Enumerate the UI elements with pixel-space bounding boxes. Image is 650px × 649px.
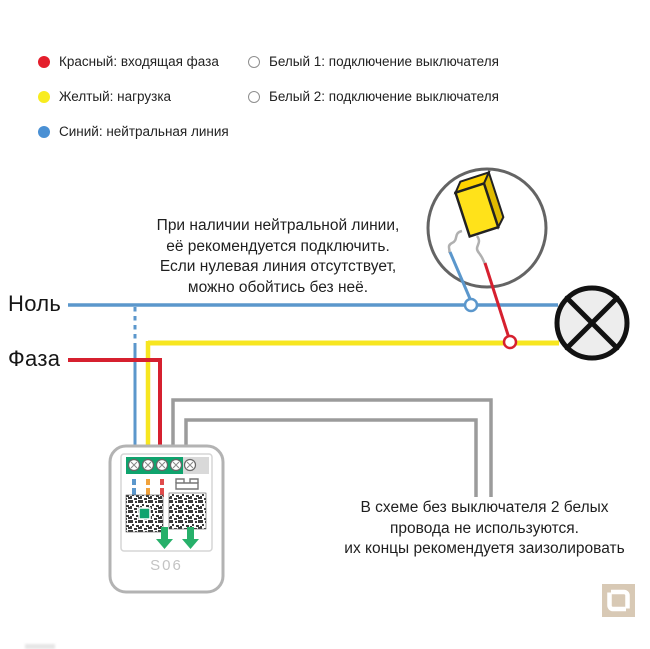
unused-white-wires-note: В схеме без выключателя 2 белых провода …	[322, 498, 647, 560]
unused-note-line: В схеме без выключателя 2 белых	[360, 499, 609, 516]
switch-curl-left	[447, 229, 463, 254]
legend-item-white-1: Белый 1: подключение выключателя	[248, 54, 499, 69]
neutral-note-line: её рекомендуется подключить.	[166, 237, 390, 255]
down-arrows	[156, 527, 199, 549]
neutral-note-line: При наличии нейтральной линии,	[156, 217, 400, 234]
switch-module	[453, 169, 505, 239]
lamp-symbol	[554, 285, 630, 361]
neutral-note-line: можно обойтись без неё.	[187, 278, 369, 296]
switch-lead-red	[483, 262, 511, 339]
white-dot-icon	[248, 55, 260, 68]
white-wire-2	[184, 418, 478, 497]
phase-label: Фаза	[8, 346, 61, 371]
load-wire	[145, 340, 559, 450]
legend-label: Желтый: нагрузка	[59, 89, 172, 104]
phase-wire	[68, 358, 162, 450]
red-dot-icon	[38, 55, 50, 68]
switch-curl-right	[475, 235, 487, 265]
qr-code-right	[168, 492, 207, 530]
qr-left-logo	[138, 507, 151, 520]
terminal-block-green	[126, 457, 183, 474]
switch-lead-blue	[448, 251, 473, 302]
neutral-note: При наличии нейтральной линии, её рекоме…	[108, 216, 448, 298]
neutral-label: Ноль	[8, 291, 62, 316]
neutral-wire	[68, 303, 558, 450]
relay-device	[108, 444, 225, 594]
legend-item-blue: Синий: нейтральная линия	[38, 124, 229, 139]
legend-label: Красный: входящая фаза	[59, 54, 219, 69]
terminal-screw-slots	[130, 461, 194, 469]
cutoff-text-fragment	[25, 644, 55, 649]
white-switch-wires	[171, 398, 493, 497]
marketplace-logo	[602, 584, 635, 617]
legend-item-white-2: Белый 2: подключение выключателя	[248, 89, 499, 104]
white-wire-1	[171, 398, 493, 497]
terminal-captions	[132, 479, 164, 497]
neutral-node	[463, 297, 479, 313]
unused-note-line: провода не используются.	[390, 519, 579, 537]
white-dot-icon	[248, 90, 260, 103]
legend-item-red: Красный: входящая фаза	[38, 54, 219, 69]
legend-label: Белый 1: подключение выключателя	[269, 54, 499, 69]
yellow-dot-icon	[38, 90, 50, 103]
blue-dot-icon	[38, 125, 50, 138]
load-node	[502, 334, 518, 350]
neutral-note-line: Если нулевая линия отсутствует,	[159, 258, 397, 275]
legend-item-yellow: Желтый: нагрузка	[38, 89, 171, 104]
legend-label: Синий: нейтральная линия	[59, 124, 229, 139]
device-model-label: S06	[150, 557, 183, 574]
switch-detail-circle	[426, 167, 548, 289]
legend-label: Белый 2: подключение выключателя	[269, 89, 499, 104]
unused-note-line: их концы рекомендуетя заизолировать	[344, 540, 625, 557]
